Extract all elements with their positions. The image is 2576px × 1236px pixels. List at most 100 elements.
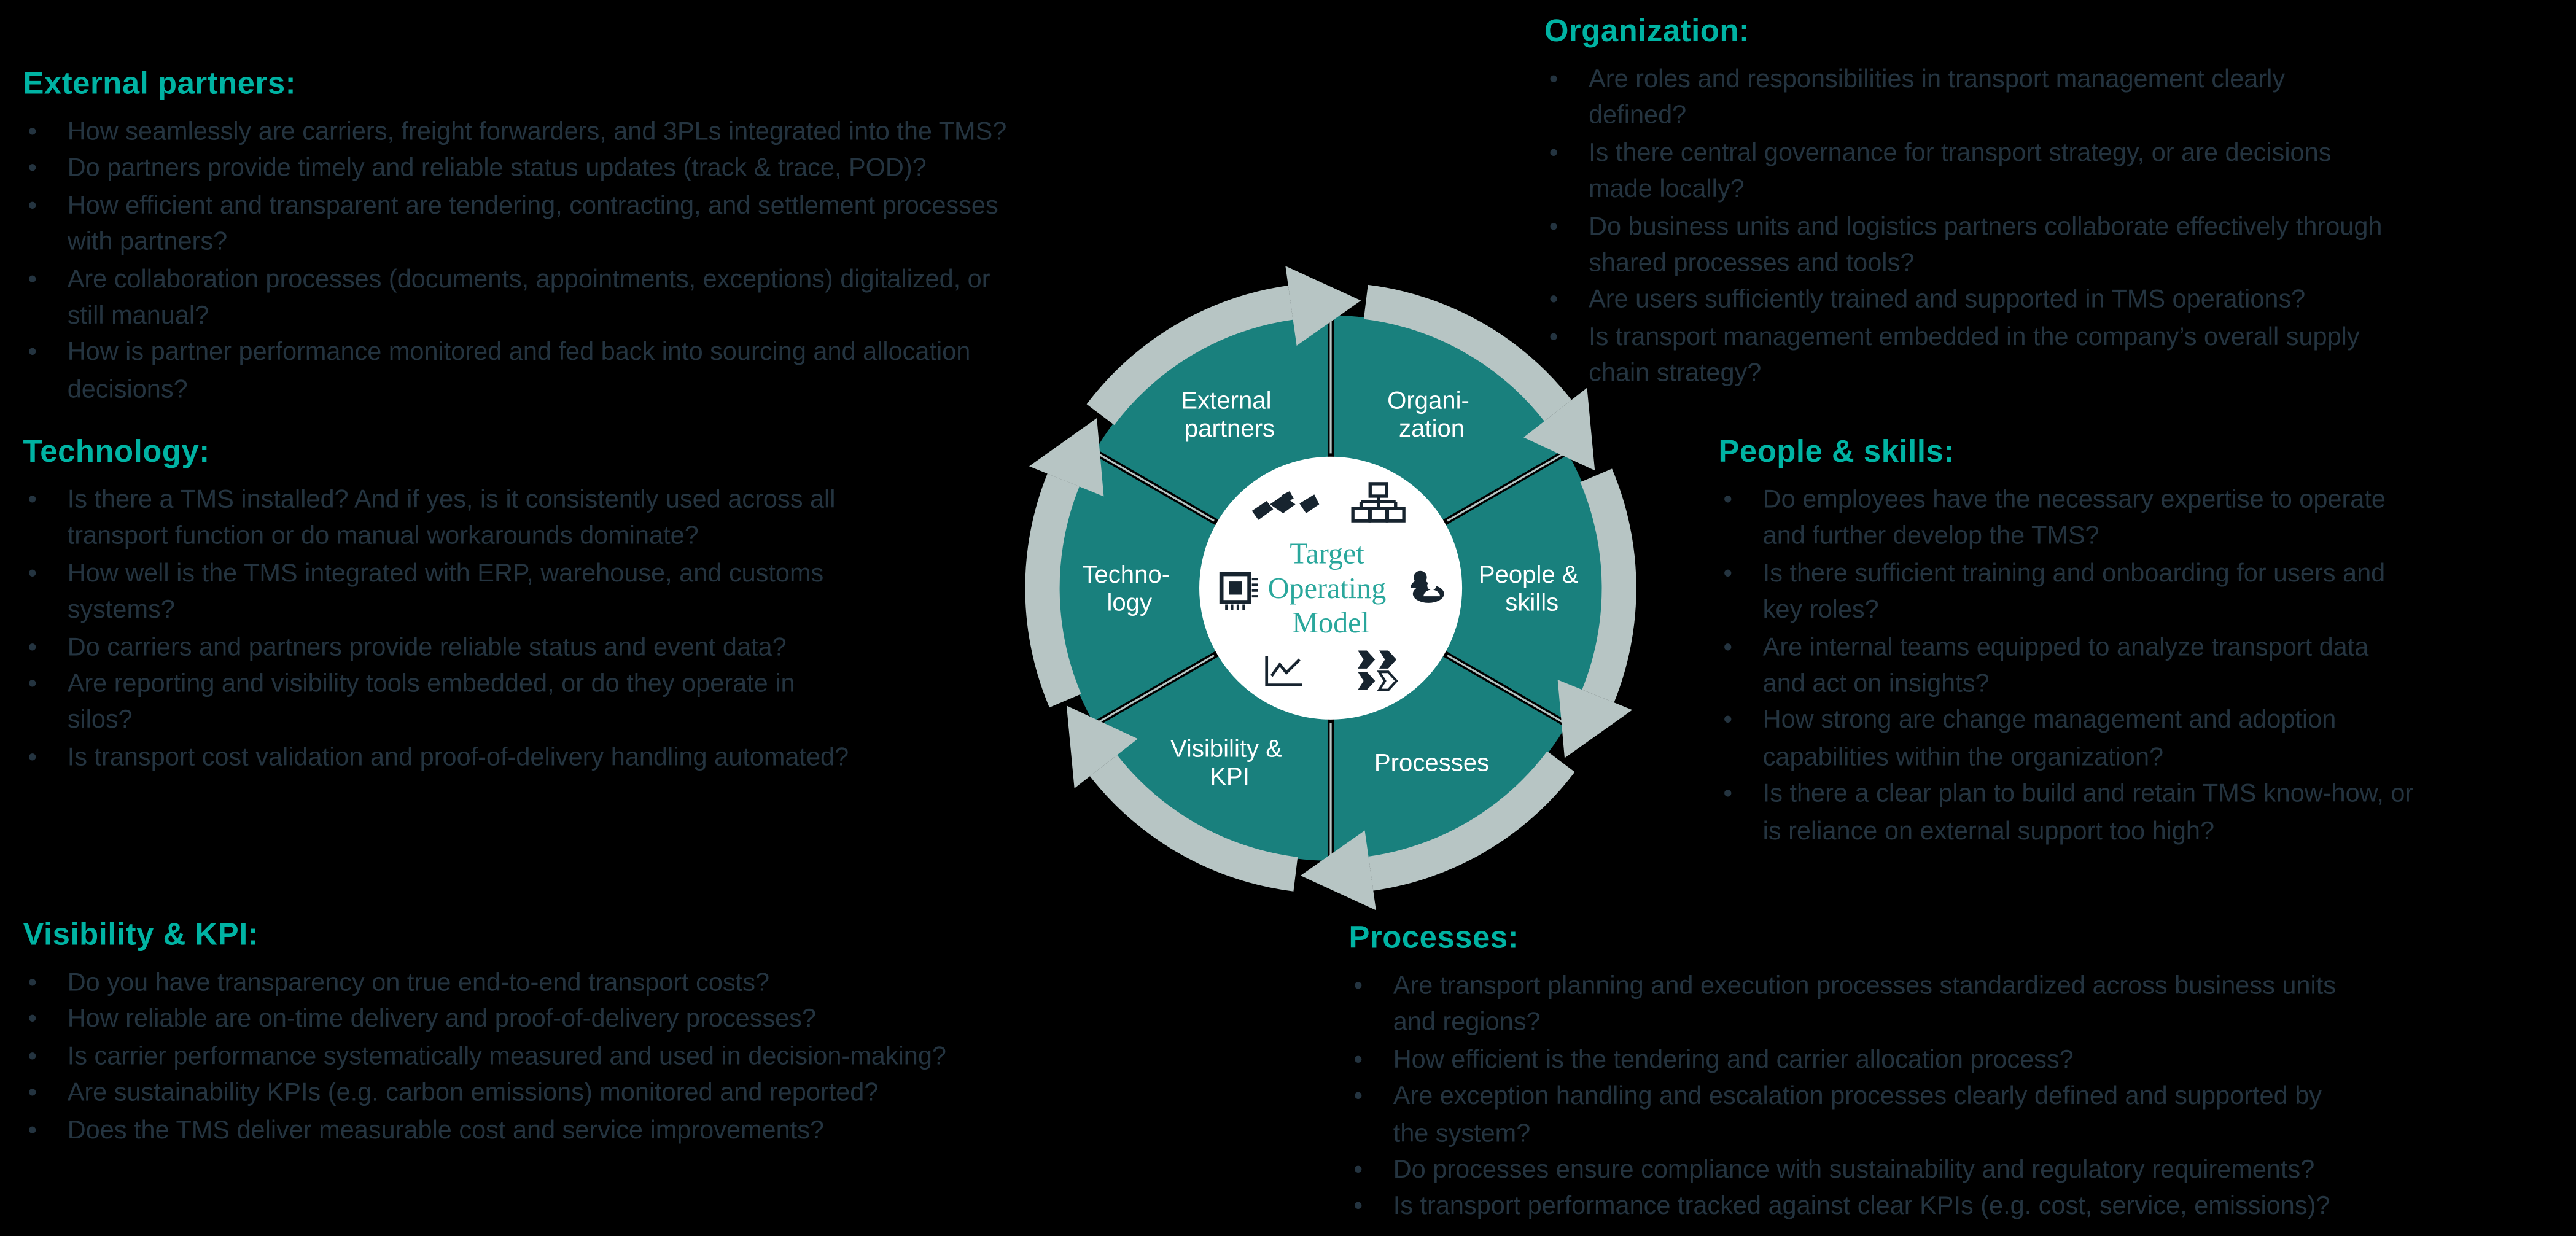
bullet-text: How efficient and transparent are tender… bbox=[67, 192, 998, 257]
bullet-text: Do partners provide timely and reliable … bbox=[67, 155, 927, 184]
section-heading: External partners: bbox=[23, 67, 297, 102]
bullet-text: Do you have transparency on true end-to-… bbox=[67, 969, 770, 997]
bullet-item: • Is there central governance for transpo… bbox=[1544, 136, 2566, 210]
bullet-text: Do business units and logistics partners… bbox=[1589, 212, 2383, 278]
bullet-dot: • bbox=[28, 559, 37, 588]
section-heading: Organization: bbox=[1544, 15, 1750, 50]
bullet-dot: • bbox=[1549, 66, 1558, 94]
segment-label-processes: Processes bbox=[1374, 748, 1489, 776]
bullet-dot: • bbox=[1723, 633, 1733, 662]
target-operating-model-wheel: Organi- zation People & skills Processes… bbox=[936, 208, 1726, 969]
bullet-item: • How reliable are on-time delivery and p… bbox=[23, 1003, 1242, 1040]
bullet-text: Do carriers and partners provide reliabl… bbox=[67, 633, 787, 662]
bullet-item: • Are sustainability KPIs (e.g. carbon em… bbox=[23, 1076, 1242, 1113]
bullet-text: Is transport performance tracked against… bbox=[1393, 1193, 2330, 1221]
bullet-item: • Do processes ensure compliance with sus… bbox=[1348, 1153, 2576, 1190]
bullet-item: • Do you have transparency on true end-to… bbox=[23, 966, 1242, 1003]
bullet-item: •Are transport planning and execution pr… bbox=[1348, 969, 2576, 1043]
section-external-partners: External partners: •How seamlessly are c… bbox=[23, 66, 1242, 410]
bullet-dot: • bbox=[1549, 323, 1558, 352]
bullet-text: Is there sufficient training and onboard… bbox=[1762, 559, 2386, 625]
org-chart-icon bbox=[1351, 482, 1406, 523]
handshake-icon bbox=[1251, 491, 1320, 520]
bullet-dot: • bbox=[28, 1043, 37, 1071]
bullet-dot: • bbox=[1723, 559, 1733, 588]
section-processes: Processes: •Are transport planning and e… bbox=[1348, 920, 2576, 1227]
section-technology: Technology: •Is there a TMS installed? A… bbox=[23, 433, 1078, 777]
bullet-item: • Are collaboration processes (documents,… bbox=[23, 262, 1242, 336]
bullet-dot: • bbox=[1549, 212, 1558, 241]
bullet-item: •How is partner performance monitored an… bbox=[23, 336, 1242, 410]
bullet-dot: • bbox=[1549, 139, 1558, 168]
bullet-text: Is transport cost validation and proof-o… bbox=[67, 744, 849, 772]
bullet-text: How reliable are on-time delivery and pr… bbox=[67, 1006, 816, 1034]
bullet-text: How seamlessly are carriers, freight for… bbox=[67, 118, 1007, 147]
segment-label-external-partners: External partners bbox=[1181, 386, 1278, 441]
bullet-text: Is there central governance for transpor… bbox=[1589, 139, 2332, 204]
bullet-text: Is carrier performance systematically me… bbox=[67, 1043, 947, 1071]
bullet-text: Are exception handling and escalation pr… bbox=[1393, 1082, 2322, 1148]
bullet-text: Are reporting and visibility tools embed… bbox=[67, 670, 795, 736]
bullet-dot: • bbox=[1353, 1082, 1363, 1111]
bullet-item: •Do employees have the necessary experti… bbox=[1718, 483, 2572, 557]
section-heading: Technology: bbox=[23, 435, 210, 470]
people-icon bbox=[1410, 570, 1444, 603]
bullet-item: • Is carrier performance systematically m… bbox=[23, 1040, 1242, 1076]
bullet-text: Is there a clear plan to build and retai… bbox=[1762, 780, 2414, 845]
bullet-item: • Do carriers and partners provide reliab… bbox=[23, 630, 1078, 667]
bullet-text: Are internal teams equipped to analyze t… bbox=[1762, 633, 2369, 699]
bullet-item: • Are exception handling and escalation p… bbox=[1348, 1079, 2576, 1153]
bullet-item: •Is transport performance tracked agains… bbox=[1348, 1190, 2576, 1227]
bullet-text: How well is the TMS integrated with ERP,… bbox=[67, 559, 824, 625]
bullet-item: •How seamlessly are carriers, freight fo… bbox=[23, 115, 1242, 152]
section-organization: Organization: •Are roles and responsibil… bbox=[1544, 13, 2566, 394]
bullet-dot: • bbox=[1353, 1156, 1363, 1185]
bullet-item: • Do business units and logistics partner… bbox=[1544, 209, 2566, 283]
segment-label-organization: Organi- zation bbox=[1387, 386, 1476, 441]
bullet-item: •Is there a TMS installed? And if yes, i… bbox=[23, 483, 1078, 557]
segment-label-technology: Techno- logy bbox=[1082, 561, 1177, 616]
bullet-text: How strong are change management and ado… bbox=[1762, 707, 2337, 772]
bullet-text: Are sustainability KPIs (e.g. carbon emi… bbox=[67, 1079, 879, 1108]
segment-label-visibility-kpi: Visibility & KPI bbox=[1170, 734, 1289, 790]
bullet-dot: • bbox=[28, 633, 37, 662]
bullet-item: • How efficient and transparent are tende… bbox=[23, 189, 1242, 262]
bullet-item: • How well is the TMS integrated with ERP… bbox=[23, 556, 1078, 630]
bullet-text: Are users sufficiently trained and suppo… bbox=[1589, 286, 2306, 315]
bullet-item: • Are internal teams equipped to analyze … bbox=[1718, 630, 2572, 704]
bullet-text: How is partner performance monitored and… bbox=[67, 339, 971, 404]
bullet-item: •Are roles and responsibilities in trans… bbox=[1544, 63, 2566, 136]
bullet-dot: • bbox=[28, 192, 37, 220]
bullet-dot: • bbox=[28, 744, 37, 772]
bullet-item: • Is transport management embedded in the… bbox=[1544, 320, 2566, 394]
bullet-dot: • bbox=[1723, 780, 1733, 809]
bullet-dot: • bbox=[28, 265, 37, 293]
bullet-text: Do processes ensure compliance with sust… bbox=[1393, 1156, 2315, 1185]
bullet-text: Are collaboration processes (documents, … bbox=[67, 265, 990, 330]
bullet-dot: • bbox=[28, 969, 37, 997]
bullet-dot: • bbox=[28, 486, 37, 515]
bullet-text: Does the TMS deliver measurable cost and… bbox=[67, 1116, 825, 1145]
bullet-dot: • bbox=[28, 1116, 37, 1145]
bullet-dot: • bbox=[1723, 707, 1733, 736]
bullet-text: Is transport management embedded in the … bbox=[1589, 323, 2360, 389]
bullet-item: • How strong are change management and ad… bbox=[1718, 704, 2572, 777]
section-visibility-kpi: Visibility & KPI: • Do you have transpare… bbox=[23, 917, 1242, 1150]
bullet-dot: • bbox=[28, 670, 37, 699]
process-chevrons-icon bbox=[1358, 650, 1398, 691]
bullet-dot: • bbox=[28, 1079, 37, 1108]
line-chart-icon bbox=[1265, 656, 1302, 686]
section-heading: People & skills: bbox=[1718, 435, 1955, 470]
bullet-item: • Is there sufficient training and onboar… bbox=[1718, 556, 2572, 630]
bullet-text: Do employees have the necessary expertis… bbox=[1762, 486, 2386, 551]
section-heading: Visibility & KPI: bbox=[23, 918, 259, 953]
bullet-item: • Are reporting and visibility tools embe… bbox=[23, 667, 1078, 740]
bullet-item: •Do partners provide timely and reliable… bbox=[23, 152, 1242, 189]
wheel-center-title: Target Operating Model bbox=[1268, 537, 1394, 639]
bullet-dot: • bbox=[28, 1006, 37, 1034]
bullet-dot: • bbox=[1353, 972, 1363, 1001]
chip-icon bbox=[1219, 572, 1258, 610]
section-people-skills: People & skills: •Do employees have the … bbox=[1718, 433, 2572, 851]
bullet-item: • Does the TMS deliver measurable cost an… bbox=[23, 1113, 1242, 1150]
